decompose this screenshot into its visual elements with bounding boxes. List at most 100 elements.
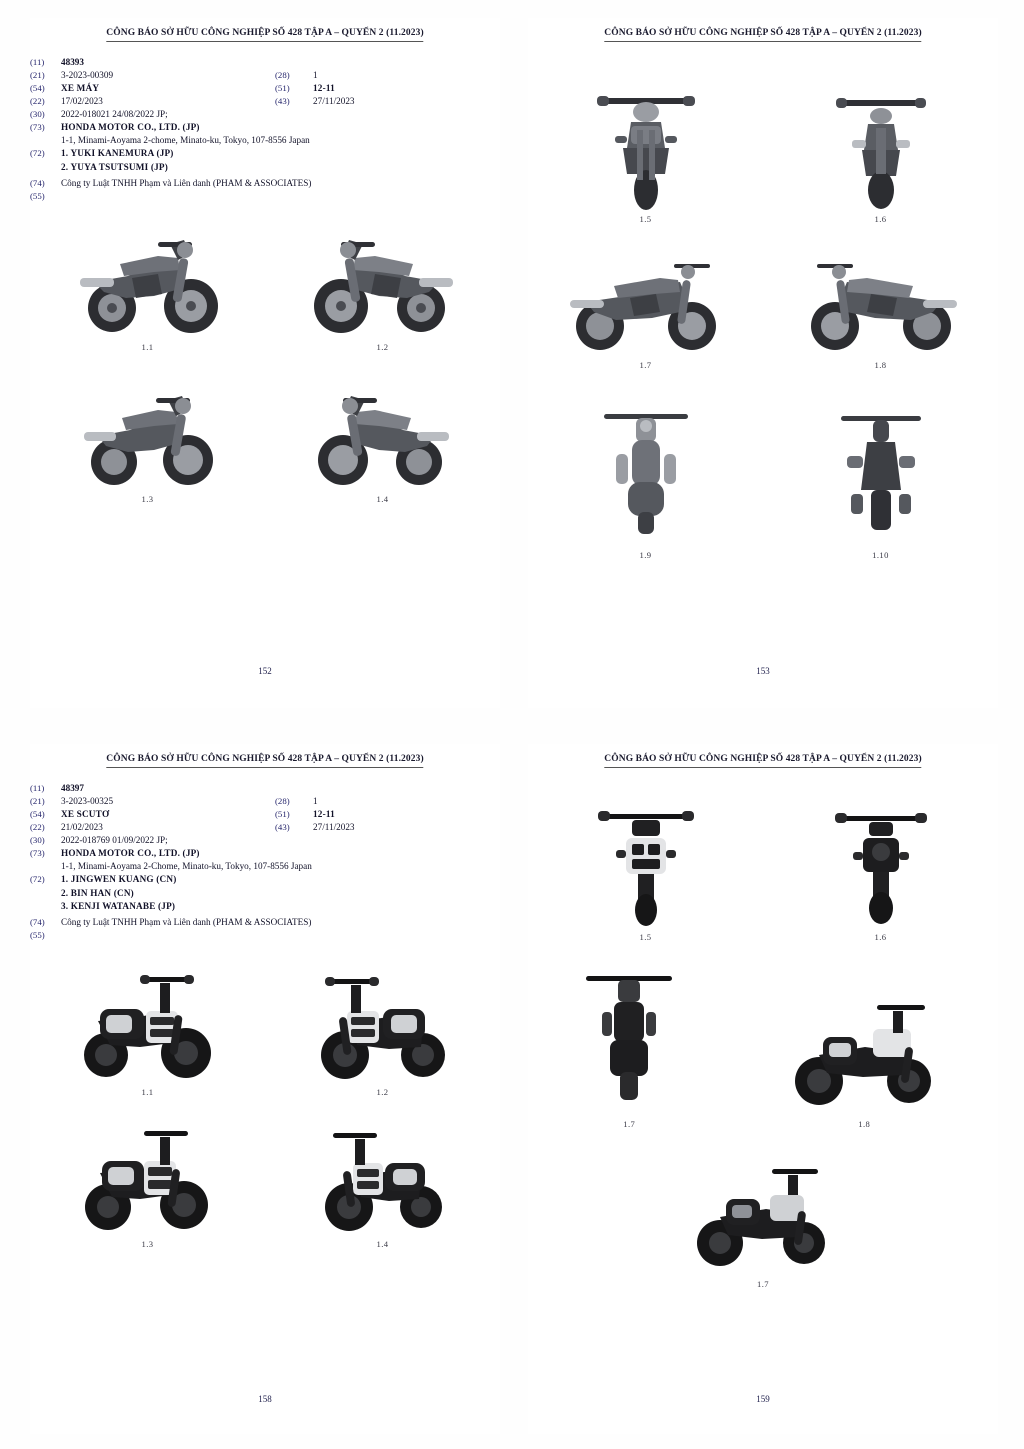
page-folio-159: 159 [756, 1394, 770, 1404]
figure-label: 1.3 [141, 1239, 154, 1250]
publication-number: 48393 [61, 57, 84, 67]
design-count: 1 [313, 796, 318, 807]
locarno-class: 12-11 [313, 83, 335, 94]
figure-label: 1.7 [623, 1119, 636, 1129]
gazette-running-header: CÔNG BÁO SỞ HỮU CÔNG NGHIỆP SỐ 428 TẬP A… [106, 754, 424, 768]
filing-date: 17/02/2023 [61, 96, 103, 107]
scooter-left-side-drawing [794, 1005, 931, 1105]
figure-label: 1.1 [141, 342, 154, 353]
inventor-3: 3. KENJI WATANABE (JP) [61, 900, 176, 911]
bib-row-abstract: (55) [30, 190, 500, 202]
figure-1-7-side: 1.7 [676, 1155, 851, 1289]
bib-row-application-number: (21) 3-2023-00325 (28) 1 [30, 795, 500, 808]
representative-name: Công ty Luật TNHH Phạm và Liên danh (PHA… [61, 177, 312, 188]
inid-code-51: (51) [275, 809, 290, 820]
inid-code-74: (74) [30, 916, 45, 927]
motorcycle-rear-quarter-b-drawing [317, 396, 449, 486]
inid-code-30: (30) [30, 109, 45, 120]
figure-label: 1.3 [141, 494, 154, 505]
inid-code-54: (54) [30, 809, 45, 820]
inid-code-72: (72) [30, 874, 45, 885]
locarno-class: 12-11 [313, 809, 335, 820]
figure-label: 1.2 [376, 342, 389, 353]
figure-label: 1.8 [858, 1119, 871, 1129]
bib-row-filing-date: (22) 21/02/2023 (43) 27/11/2023 [30, 821, 500, 834]
inid-code-11: (11) [30, 783, 45, 793]
figure-row-1: 1.1 [30, 963, 500, 1097]
motorcycle-rear-elevation-drawing [835, 98, 926, 209]
figure-label: 1.8 [874, 360, 887, 370]
inventor-1: 1. YUKI KANEMURA (JP) [61, 148, 174, 159]
figure-area-152: 1.1 [30, 220, 500, 504]
figure-row-2: 1.3 [30, 1115, 500, 1249]
bib-row-inventors: (72) 1. JINGWEN KUANG (CN) [30, 873, 500, 886]
scooter-front-quarter-b-drawing [85, 1131, 208, 1231]
figure-1-3: 1.3 [58, 372, 238, 504]
motorcycle-rear-quarter-drawing [313, 240, 453, 334]
gazette-sheet-158: CÔNG BÁO SỞ HỮU CÔNG NGHIỆP SỐ 428 TẬP A… [30, 744, 500, 1434]
bib-row-representative: (74) Công ty Luật TNHH Phạm và Liên danh… [30, 916, 500, 929]
figure-1-10: 1.10 [821, 396, 941, 560]
gazette-running-header: CÔNG BÁO SỞ HỮU CÔNG NGHIỆP SỐ 428 TẬP A… [604, 754, 922, 768]
bib-row-applicant: (73) HONDA MOTOR CO., LTD. (JP) [30, 121, 500, 134]
priority-data: 2022-018769 01/09/2022 JP; [61, 835, 168, 846]
gazette-sheet-152: CÔNG BÁO SỞ HỮU CÔNG NGHIỆP SỐ 428 TẬP A… [30, 18, 500, 708]
figure-1-2: 1.2 [295, 963, 470, 1097]
figure-area-158: 1.1 [30, 963, 500, 1249]
figure-1-5: 1.5 [576, 798, 716, 942]
figure-label: 1.5 [639, 214, 652, 224]
inid-code-72: (72) [30, 148, 45, 159]
application-number: 3-2023-00325 [61, 796, 114, 807]
motorcycle-front-quarter-b-drawing [83, 396, 213, 486]
inid-code-74: (74) [30, 177, 45, 188]
bib-row-title: (54) XE MÁY (51) 12-11 [30, 82, 500, 95]
motorcycle-front-quarter-drawing [79, 240, 218, 334]
design-title: XE MÁY [61, 83, 100, 94]
figure-1-8: 1.8 [791, 246, 971, 370]
motorcycle-top-plan-drawing [603, 414, 688, 534]
scooter-right-side-drawing [696, 1169, 825, 1266]
page-folio-153: 153 [756, 666, 770, 676]
figure-label: 1.6 [874, 932, 887, 942]
inid-code-30: (30) [30, 835, 45, 846]
figure-label: 1.1 [141, 1087, 154, 1098]
inid-code-11: (11) [30, 57, 45, 67]
sheet-header-container: CÔNG BÁO SỞ HỮU CÔNG NGHIỆP SỐ 428 TẬP A… [30, 744, 500, 768]
gazette-sheet-159: CÔNG BÁO SỞ HỮU CÔNG NGHIỆP SỐ 428 TẬP A… [528, 744, 998, 1434]
priority-data: 2022-018021 24/08/2022 JP; [61, 109, 168, 120]
gazette-running-header: CÔNG BÁO SỞ HỮU CÔNG NGHIỆP SỐ 428 TẬP A… [106, 28, 424, 42]
sheet-header-container: CÔNG BÁO SỞ HỮU CÔNG NGHIỆP SỐ 428 TẬP A… [528, 18, 998, 42]
scooter-top-plan-drawing [586, 976, 673, 1100]
figure-1-8: 1.8 [777, 985, 952, 1129]
bib-row-publication-number: (11) 48393 [30, 56, 500, 69]
filing-date: 21/02/2023 [61, 822, 103, 833]
publication-date: 27/11/2023 [313, 822, 355, 833]
page-folio-152: 152 [258, 666, 272, 676]
inid-code-21: (21) [30, 70, 45, 81]
figure-1-1: 1.1 [60, 963, 235, 1097]
figure-1-9: 1.9 [586, 396, 706, 560]
figure-1-7-top: 1.7 [574, 960, 684, 1129]
inid-code-55: (55) [30, 929, 45, 940]
figure-row-2: 1.7 [528, 960, 998, 1129]
inid-code-73: (73) [30, 122, 45, 133]
motorcycle-front-elevation-drawing [596, 96, 695, 210]
representative-name: Công ty Luật TNHH Phạm và Liên danh (PHA… [61, 916, 312, 927]
inid-code-51: (51) [275, 83, 290, 94]
bib-row-abstract: (55) [30, 929, 500, 941]
gazette-running-header: CÔNG BÁO SỞ HỮU CÔNG NGHIỆP SỐ 428 TẬP A… [604, 28, 922, 42]
inid-code-28: (28) [275, 70, 290, 81]
scooter-rear-quarter-b-drawing [325, 1133, 442, 1232]
inventor-2: 2. YUYA TSUTSUMI (JP) [61, 161, 168, 172]
figure-label: 1.4 [376, 494, 389, 505]
bibliographic-block-48397: (11) 48397 (21) 3-2023-00325 (28) 1 (54)… [30, 782, 500, 941]
bib-row-representative: (74) Công ty Luật TNHH Phạm và Liên danh… [30, 177, 500, 190]
sheet-header-container: CÔNG BÁO SỞ HỮU CÔNG NGHIỆP SỐ 428 TẬP A… [528, 744, 998, 768]
applicant-name: HONDA MOTOR CO., LTD. (JP) [61, 122, 200, 133]
application-number: 3-2023-00309 [61, 70, 114, 81]
figure-1-6: 1.6 [811, 798, 951, 942]
inid-code-22: (22) [30, 822, 45, 833]
bib-row-priority: (30) 2022-018021 24/08/2022 JP; [30, 108, 500, 121]
bibliographic-block-48393: (11) 48393 (21) 3-2023-00309 (28) 1 (54)… [30, 56, 500, 202]
